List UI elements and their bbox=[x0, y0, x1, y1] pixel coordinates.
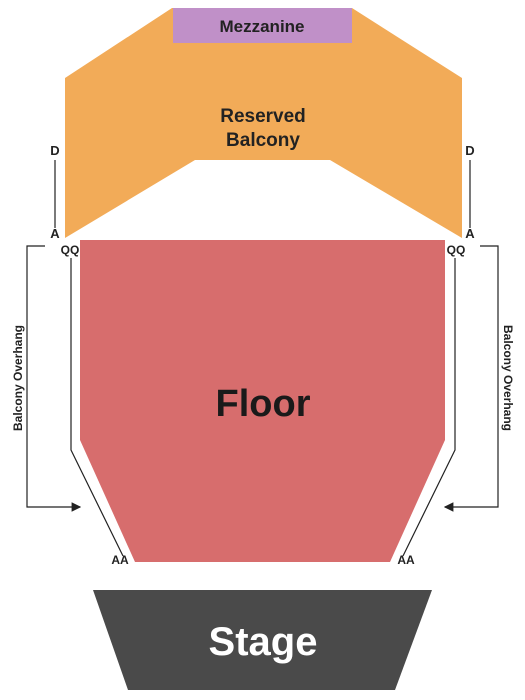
right-overhang-bracket bbox=[443, 245, 499, 512]
row-label-left-qq: QQ bbox=[61, 243, 80, 257]
mezzanine-label: Mezzanine bbox=[219, 17, 304, 36]
row-label-left-d: D bbox=[50, 143, 59, 158]
left-overhang-bracket bbox=[26, 245, 82, 512]
floor-label: Floor bbox=[216, 383, 311, 425]
reserved-balcony-label-line1: Reserved bbox=[220, 106, 306, 127]
row-label-right-a: A bbox=[465, 226, 475, 241]
row-label-right-qq: QQ bbox=[447, 243, 466, 257]
row-lines bbox=[54, 160, 471, 557]
stage-label: Stage bbox=[209, 620, 318, 664]
reserved-balcony-label-line2: Balcony bbox=[226, 130, 300, 151]
row-label-right-d: D bbox=[465, 143, 474, 158]
section-reserved-balcony[interactable]: Reserved Balcony bbox=[65, 8, 462, 238]
row-label-left-a: A bbox=[50, 226, 60, 241]
section-mezzanine[interactable]: Mezzanine bbox=[173, 8, 352, 43]
section-floor[interactable]: Floor bbox=[80, 240, 445, 562]
overhang-brackets bbox=[26, 245, 499, 512]
section-stage: Stage bbox=[93, 590, 432, 690]
left-overhang-label: Balcony Overhang bbox=[11, 325, 25, 431]
row-label-left-aa: AA bbox=[111, 553, 129, 567]
row-labels: D A D A QQ QQ AA AA bbox=[50, 143, 475, 567]
row-label-right-aa: AA bbox=[397, 553, 415, 567]
right-overhang-label: Balcony Overhang bbox=[501, 325, 515, 431]
